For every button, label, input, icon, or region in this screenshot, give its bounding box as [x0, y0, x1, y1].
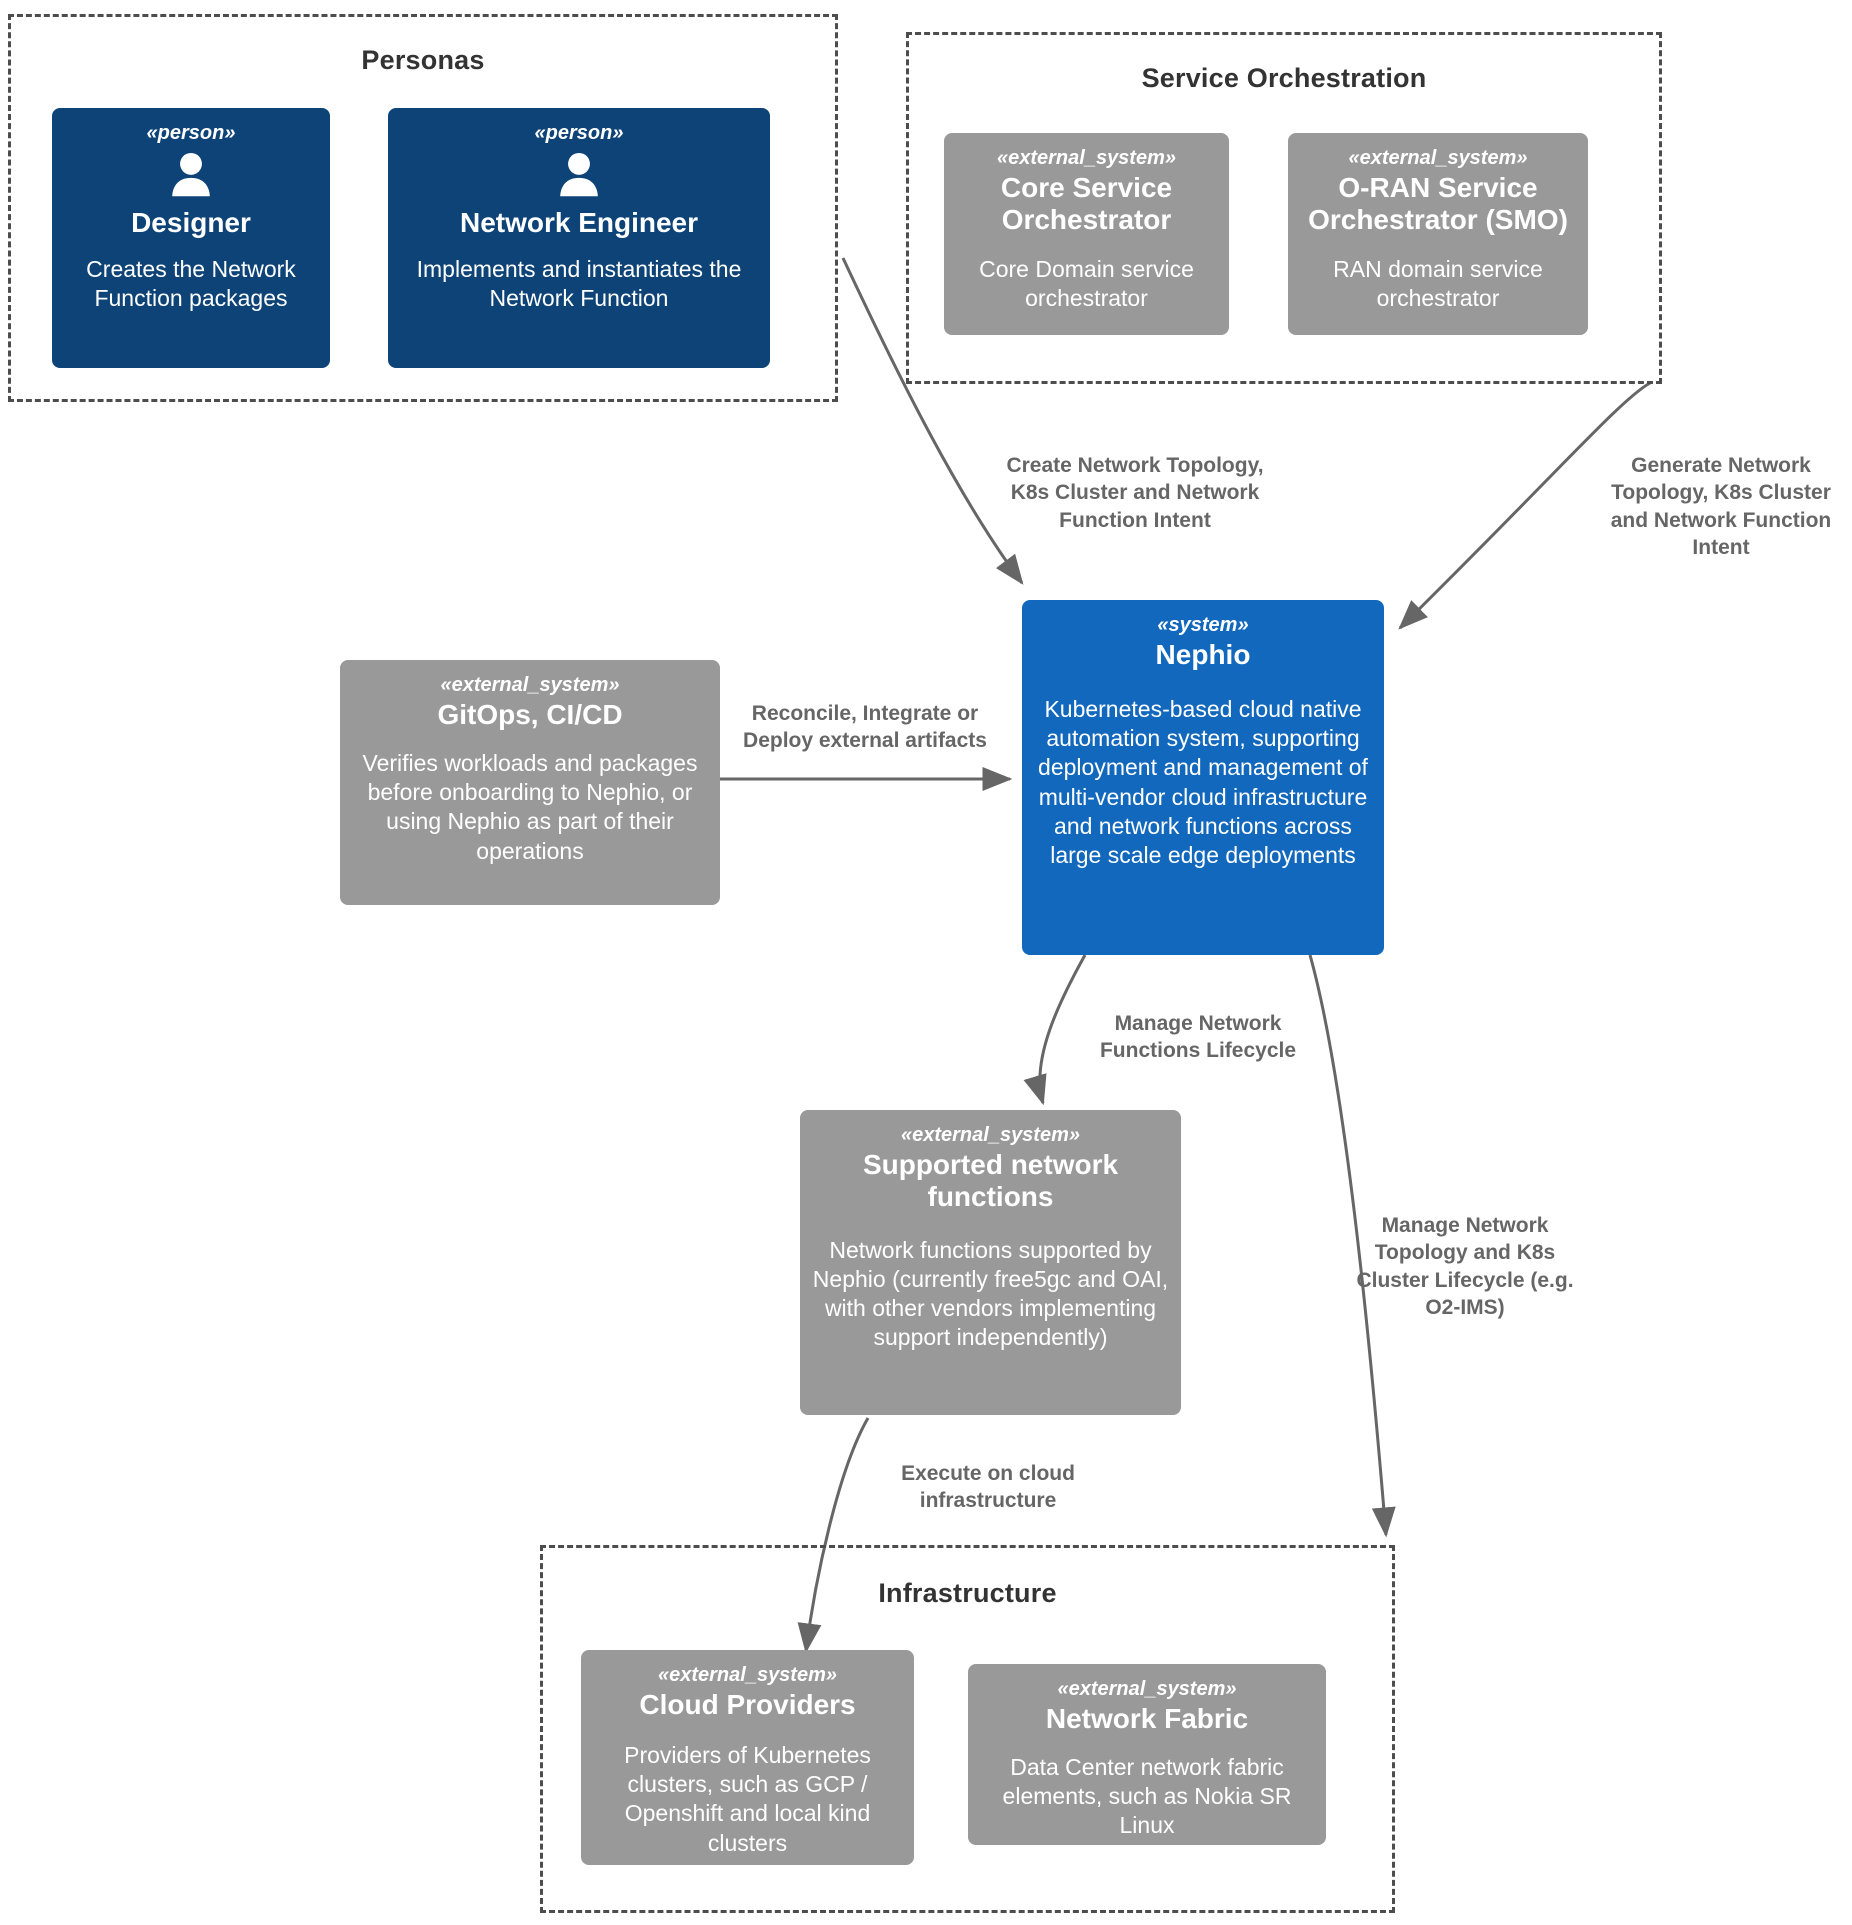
network-engineer-name: Network Engineer	[459, 206, 699, 238]
gitops-description: Verifies workloads and packages before o…	[362, 750, 698, 864]
edge-label-nephio-to-infrastructure: Manage Network Topology and K8s Cluster …	[1356, 1214, 1574, 1319]
edge-label-smo-to-nephio: Generate Network Topology, K8s Cluster a…	[1610, 454, 1832, 559]
network-engineer-description: Implements and instantiates the Network …	[416, 256, 742, 312]
cloud-providers-name: Cloud Providers	[639, 1688, 856, 1720]
nephio-stereotype: «system»	[1157, 614, 1249, 636]
supported-network-functions-stereotype: «external_system»	[900, 1124, 1080, 1146]
oran-service-orchestrator-stereotype: «external_system»	[1348, 147, 1528, 169]
core-service-orchestrator-name: Core Service Orchestrator	[1000, 171, 1173, 236]
node-nephio[interactable]: «system» Nephio Kubernetes-based cloud n…	[1022, 600, 1384, 955]
group-service-orchestration: Service Orchestration	[906, 32, 1662, 384]
gitops-stereotype: «external_system»	[440, 674, 620, 696]
designer-stereotype: «person»	[146, 122, 236, 144]
network-engineer-stereotype: «person»	[534, 122, 624, 144]
cloud-providers-description: Providers of Kubernetes clusters, such a…	[624, 1742, 871, 1856]
edge-label-nephio-to-network-functions: Manage Network Functions Lifecycle	[1099, 1012, 1297, 1063]
group-personas-title: Personas	[361, 45, 485, 75]
oran-service-orchestrator-description: RAN domain service orchestrator	[1333, 255, 1543, 311]
network-fabric-description: Data Center network fabric elements, suc…	[1002, 1754, 1292, 1839]
node-network-engineer[interactable]: «person» Network Engineer Implements and…	[388, 108, 770, 368]
edge-label-network-functions-to-cloud-providers: Execute on cloud infrastructure	[901, 1462, 1075, 1513]
node-oran-service-orchestrator[interactable]: «external_system» O-RAN Service Orchestr…	[1288, 133, 1588, 335]
person-icon	[172, 152, 210, 196]
edge-label-engineer-to-nephio: Create Network Topology, K8s Cluster and…	[1006, 454, 1264, 532]
supported-network-functions-description: Network functions supported by Nephio (c…	[812, 1236, 1169, 1351]
group-infrastructure: Infrastructure	[540, 1545, 1395, 1913]
designer-description: Creates the Network Function packages	[86, 256, 296, 312]
node-cloud-providers[interactable]: «external_system» Cloud Providers Provid…	[581, 1650, 914, 1865]
core-service-orchestrator-description: Core Domain service orchestrator	[979, 255, 1194, 311]
core-service-orchestrator-stereotype: «external_system»	[996, 147, 1176, 169]
node-supported-network-functions[interactable]: «external_system» Supported network func…	[800, 1110, 1181, 1415]
supported-network-functions-name: Supported network functions	[862, 1148, 1119, 1213]
cloud-providers-stereotype: «external_system»	[657, 1664, 837, 1686]
oran-service-orchestrator-name: O-RAN Service Orchestrator (SMO)	[1308, 171, 1568, 236]
person-icon	[560, 152, 598, 196]
network-fabric-name: Network Fabric	[1045, 1702, 1249, 1734]
edge-nephio-to-network-functions	[1023, 954, 1087, 1106]
designer-name: Designer	[131, 206, 251, 238]
group-infrastructure-title: Infrastructure	[878, 1578, 1057, 1608]
gitops-name: GitOps, CI/CD	[437, 698, 623, 730]
node-core-service-orchestrator[interactable]: «external_system» Core Service Orchestra…	[944, 133, 1229, 335]
group-service-orchestration-title: Service Orchestration	[1141, 63, 1427, 93]
nephio-description: Kubernetes-based cloud native automation…	[1038, 696, 1368, 869]
edge-label-gitops-to-nephio: Reconcile, Integrate or Deploy external …	[743, 702, 987, 753]
node-designer[interactable]: «person» Designer Creates the Network Fu…	[52, 108, 330, 368]
nephio-name: Nephio	[1155, 638, 1251, 670]
network-fabric-stereotype: «external_system»	[1057, 1678, 1237, 1700]
group-personas: Personas	[8, 14, 838, 402]
node-network-fabric[interactable]: «external_system» Network Fabric Data Ce…	[968, 1664, 1326, 1845]
node-gitops-cicd[interactable]: «external_system» GitOps, CI/CD Verifies…	[340, 660, 720, 905]
